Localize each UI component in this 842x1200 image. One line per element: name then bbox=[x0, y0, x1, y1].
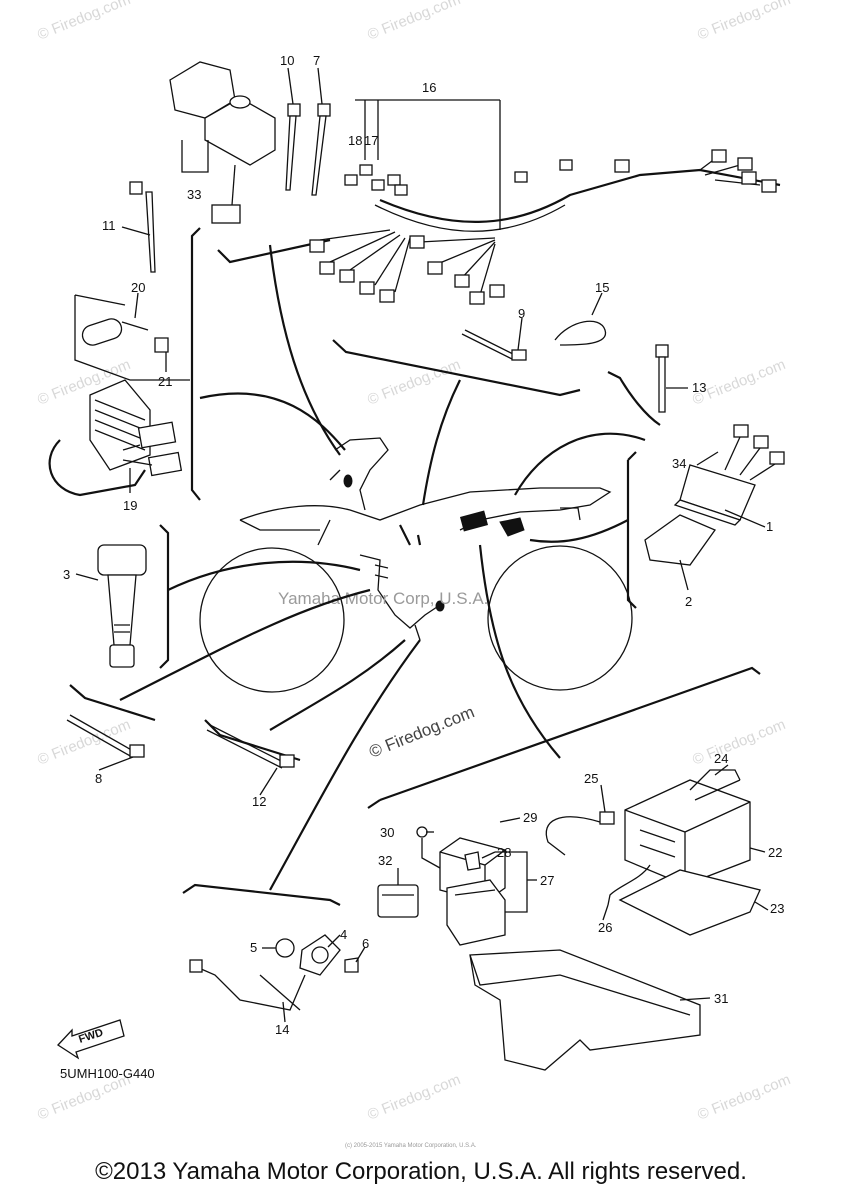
watermark: © Firedog.com bbox=[695, 0, 793, 44]
part-16-wire-harness bbox=[309, 99, 781, 305]
footer-small-watermark: (c) 2005-2015 Yamaha Motor Corporation, … bbox=[345, 1143, 477, 1149]
callout-4: 4 bbox=[340, 927, 347, 942]
part-32-relay bbox=[377, 884, 419, 918]
callout-34: 34 bbox=[672, 456, 686, 471]
watermark: © Firedog.com bbox=[365, 0, 463, 44]
part-13-tie bbox=[655, 344, 669, 413]
callout-3: 3 bbox=[63, 567, 70, 582]
part-30-screw bbox=[416, 826, 441, 869]
callout-2: 2 bbox=[685, 594, 692, 609]
part-12-band bbox=[206, 724, 295, 769]
part-27-starter-relay bbox=[446, 851, 506, 946]
callout-11: 11 bbox=[102, 218, 116, 233]
callout-12: 12 bbox=[252, 794, 266, 809]
part-23-tray bbox=[618, 869, 761, 936]
callout-23: 23 bbox=[770, 901, 784, 916]
part-3-ignition-coil bbox=[97, 544, 147, 668]
part-8-band bbox=[66, 714, 145, 758]
group-leader-lines bbox=[69, 227, 761, 906]
callout-20: 20 bbox=[131, 280, 145, 295]
watermark: © Firedog.com bbox=[695, 1071, 793, 1124]
callout-6: 6 bbox=[362, 936, 369, 951]
callout-lines bbox=[75, 67, 769, 1023]
center-watermark-firedog: © Firedog.com bbox=[366, 702, 477, 761]
part-11-tie bbox=[129, 181, 156, 273]
part-7-tie bbox=[311, 103, 331, 196]
part-25-lead bbox=[545, 811, 615, 856]
part-20-bracket bbox=[74, 294, 190, 381]
part-4-sensor bbox=[189, 934, 359, 1011]
part-22-battery bbox=[624, 779, 751, 886]
part-10-tie bbox=[285, 103, 301, 191]
watermark: © Firedog.com bbox=[690, 716, 788, 769]
callout-16: 16 bbox=[422, 80, 436, 95]
part-2-ecu-cover bbox=[644, 514, 716, 566]
callout-5: 5 bbox=[250, 940, 257, 955]
callout-14: 14 bbox=[275, 1022, 289, 1037]
callout-28: 28 bbox=[497, 845, 511, 860]
callout-31: 31 bbox=[714, 991, 728, 1006]
callout-17: 17 bbox=[364, 133, 378, 148]
watermark: © Firedog.com bbox=[35, 0, 133, 44]
center-watermark: Yamaha Motor Corp, U.S.A. bbox=[278, 589, 488, 608]
callout-numbers: 1 2 3 4 5 6 7 8 9 10 11 12 13 14 15 16 1… bbox=[63, 53, 784, 1037]
part-code: 5UMH100-G440 bbox=[60, 1066, 155, 1081]
callout-15: 15 bbox=[595, 280, 609, 295]
callout-1: 1 bbox=[766, 519, 773, 534]
callout-27: 27 bbox=[540, 873, 554, 888]
callout-29: 29 bbox=[523, 810, 537, 825]
callout-9: 9 bbox=[518, 306, 525, 321]
callout-30: 30 bbox=[380, 825, 394, 840]
callout-32: 32 bbox=[378, 853, 392, 868]
callout-19: 19 bbox=[123, 498, 137, 513]
watermark: © Firedog.com bbox=[365, 1071, 463, 1124]
callout-26: 26 bbox=[598, 920, 612, 935]
callout-7: 7 bbox=[313, 53, 320, 68]
fwd-arrow-icon: FWD bbox=[56, 1019, 125, 1060]
part-26-cable bbox=[607, 864, 651, 906]
watermark: © Firedog.com bbox=[365, 356, 463, 409]
motorcycle-outline bbox=[199, 437, 633, 693]
callout-22: 22 bbox=[768, 845, 782, 860]
callout-33: 33 bbox=[187, 187, 201, 202]
part-1-ecu bbox=[673, 424, 785, 526]
callout-8: 8 bbox=[95, 771, 102, 786]
part-31-box bbox=[469, 949, 701, 1071]
callout-25: 25 bbox=[584, 771, 598, 786]
callout-18: 18 bbox=[348, 133, 362, 148]
part-9-band bbox=[461, 329, 527, 361]
part-33-assembly bbox=[169, 61, 276, 224]
part-19-rectifier bbox=[48, 379, 183, 497]
callout-24: 24 bbox=[714, 751, 728, 766]
callout-13: 13 bbox=[692, 380, 706, 395]
callout-10: 10 bbox=[280, 53, 294, 68]
copyright-notice: ©2013 Yamaha Motor Corporation, U.S.A. A… bbox=[95, 1158, 747, 1185]
callout-21: 21 bbox=[158, 374, 172, 389]
part-15-clip bbox=[554, 320, 607, 346]
